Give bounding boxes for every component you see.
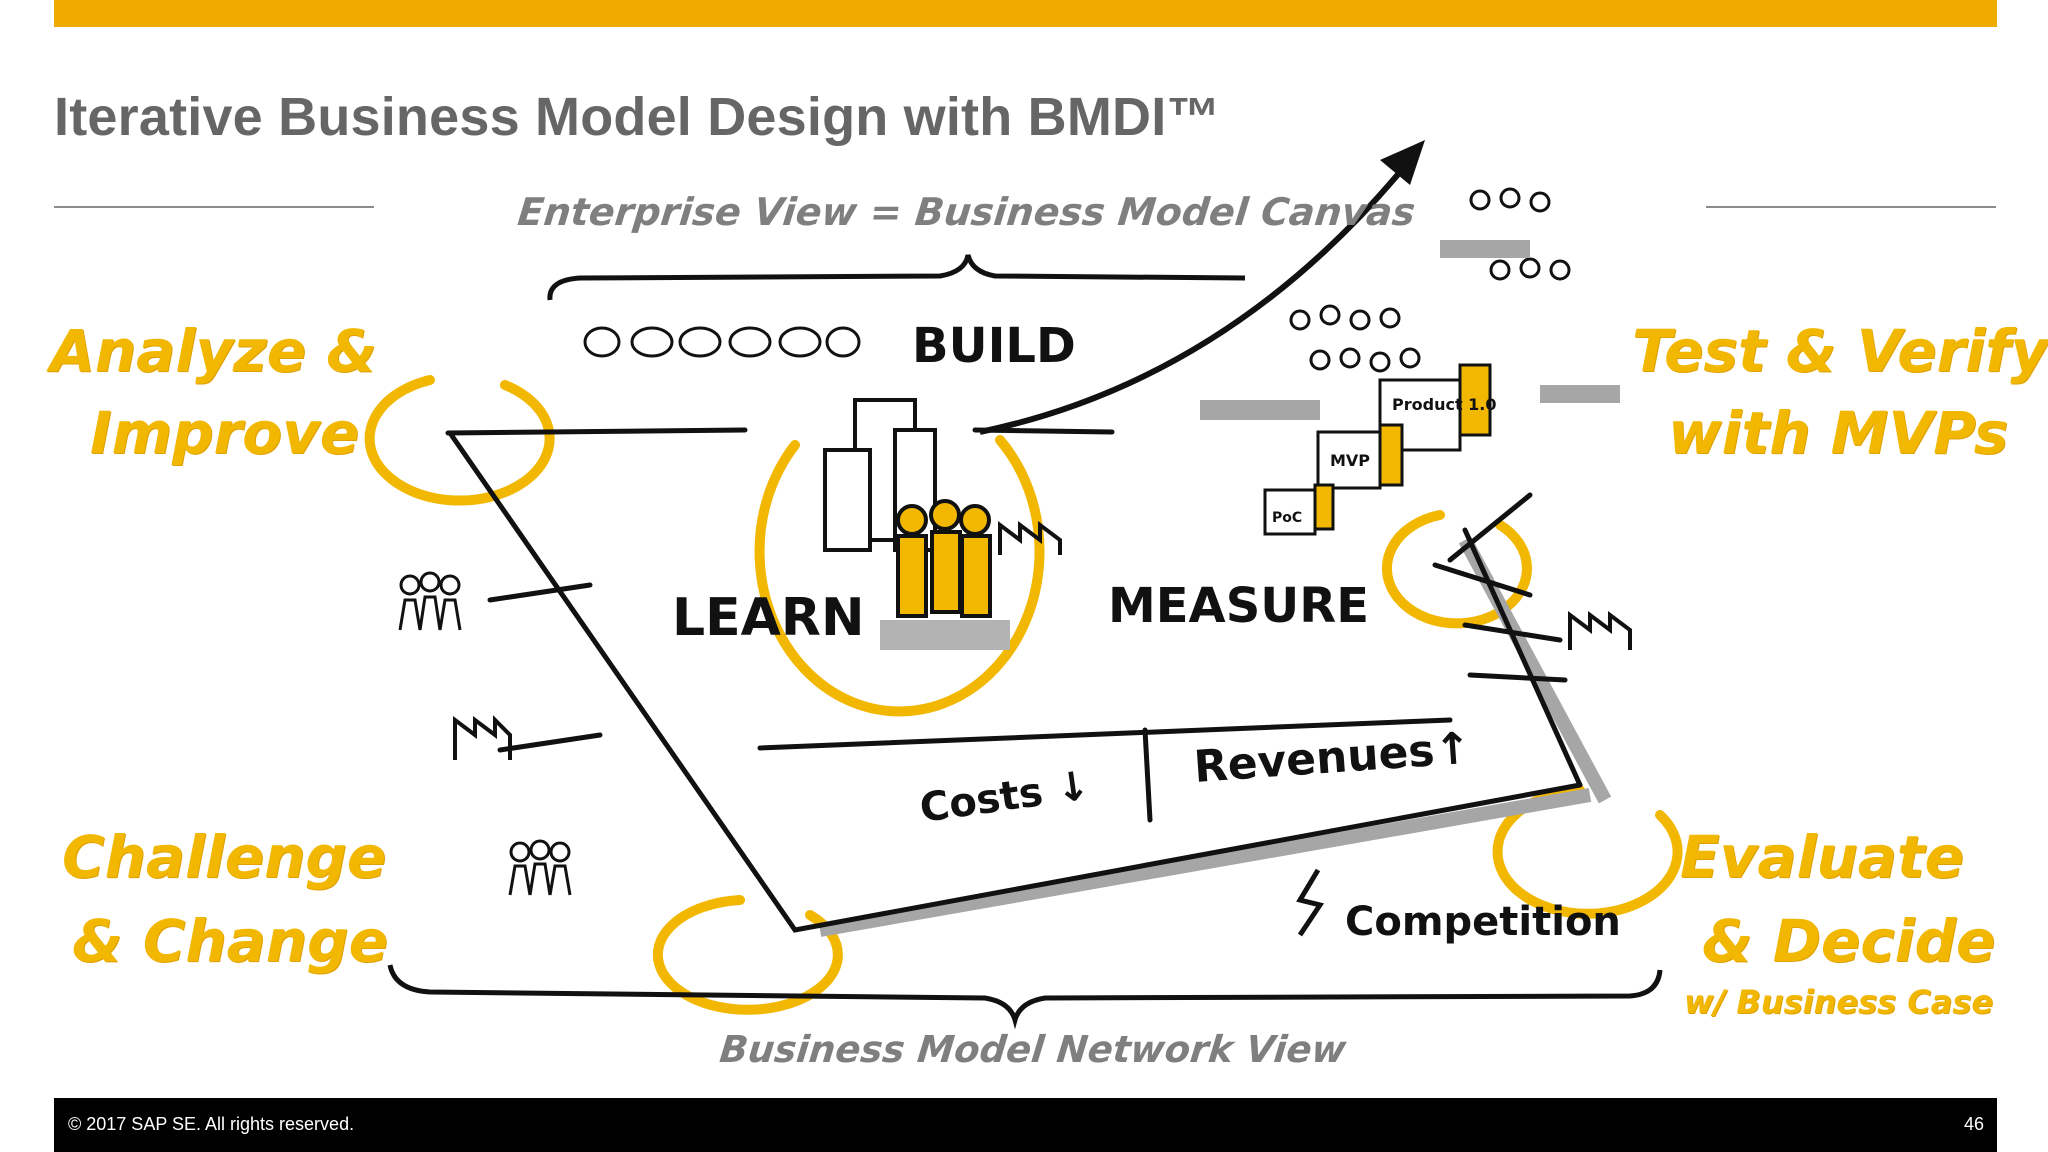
bottom-brace: [387, 964, 1663, 1030]
phase-test-line2: with MVPs: [1668, 399, 2009, 467]
costs-label: Costs ↓: [917, 763, 1093, 832]
competition-label: Competition: [1345, 899, 1621, 945]
page-number: 46: [1963, 1114, 1984, 1134]
top-accent-bar: [54, 0, 1997, 27]
title-rule-left: [54, 206, 374, 208]
business-model-canvas-outline: [445, 427, 1583, 933]
learn-label: LEARN: [672, 588, 864, 648]
cycle-circle-test: [1381, 510, 1532, 629]
phase-evaluate-line3: w/ Business Case: [1684, 983, 1994, 1021]
phase-evaluate-line2: & Decide: [1702, 907, 1996, 975]
factory-icons: [453, 521, 1632, 760]
phase-analyze-line2: Improve: [90, 399, 360, 467]
value-proposition-icons: [583, 326, 861, 358]
growth-arrow: [979, 140, 1425, 435]
phase-analyze-line1: Analyze &: [50, 317, 377, 385]
build-label: BUILD: [912, 318, 1076, 374]
braces: [387, 254, 1663, 1030]
network-view-label: Business Model Network View: [717, 1028, 1349, 1071]
customer-crowd-icon: [398, 571, 572, 896]
phase-challenge-line1: Challenge: [62, 823, 387, 891]
phase-test-line1: Test & Verify: [1632, 317, 2048, 385]
revenues-label: Revenues↑: [1192, 723, 1473, 793]
poc-box-label: PoC: [1272, 510, 1302, 526]
measure-label: MEASURE: [1108, 578, 1369, 634]
phase-challenge-line2: & Change: [72, 907, 388, 975]
copyright-text: © 2017 SAP SE. All rights reserved.: [68, 1114, 355, 1134]
market-crowd-icon: [1289, 187, 1571, 373]
slide-title: Iterative Business Model Design with BMD…: [54, 87, 1221, 147]
product-boxes: [1263, 363, 1492, 536]
cycle-arrows: [364, 375, 1683, 1015]
top-brace: [547, 254, 1246, 301]
lightning-icon: [1296, 868, 1325, 937]
title-rule-right: [1706, 206, 1996, 208]
cycle-circle-build: [754, 435, 1045, 717]
phase-evaluate-line1: Evaluate: [1680, 823, 1964, 891]
cycle-circle-analyze: [364, 375, 555, 506]
center-shadow: [880, 620, 1010, 650]
crowd-shadows: [1200, 240, 1620, 420]
enterprise-view-label: Enterprise View = Business Model Canvas: [515, 190, 1418, 234]
product-box-label: Product 1.0: [1392, 395, 1497, 414]
mvp-box-label: MVP: [1330, 451, 1370, 470]
people-icon-center: [896, 499, 992, 618]
footer-bar: [54, 1098, 1997, 1152]
cycle-circle-challenge: [652, 895, 843, 1015]
